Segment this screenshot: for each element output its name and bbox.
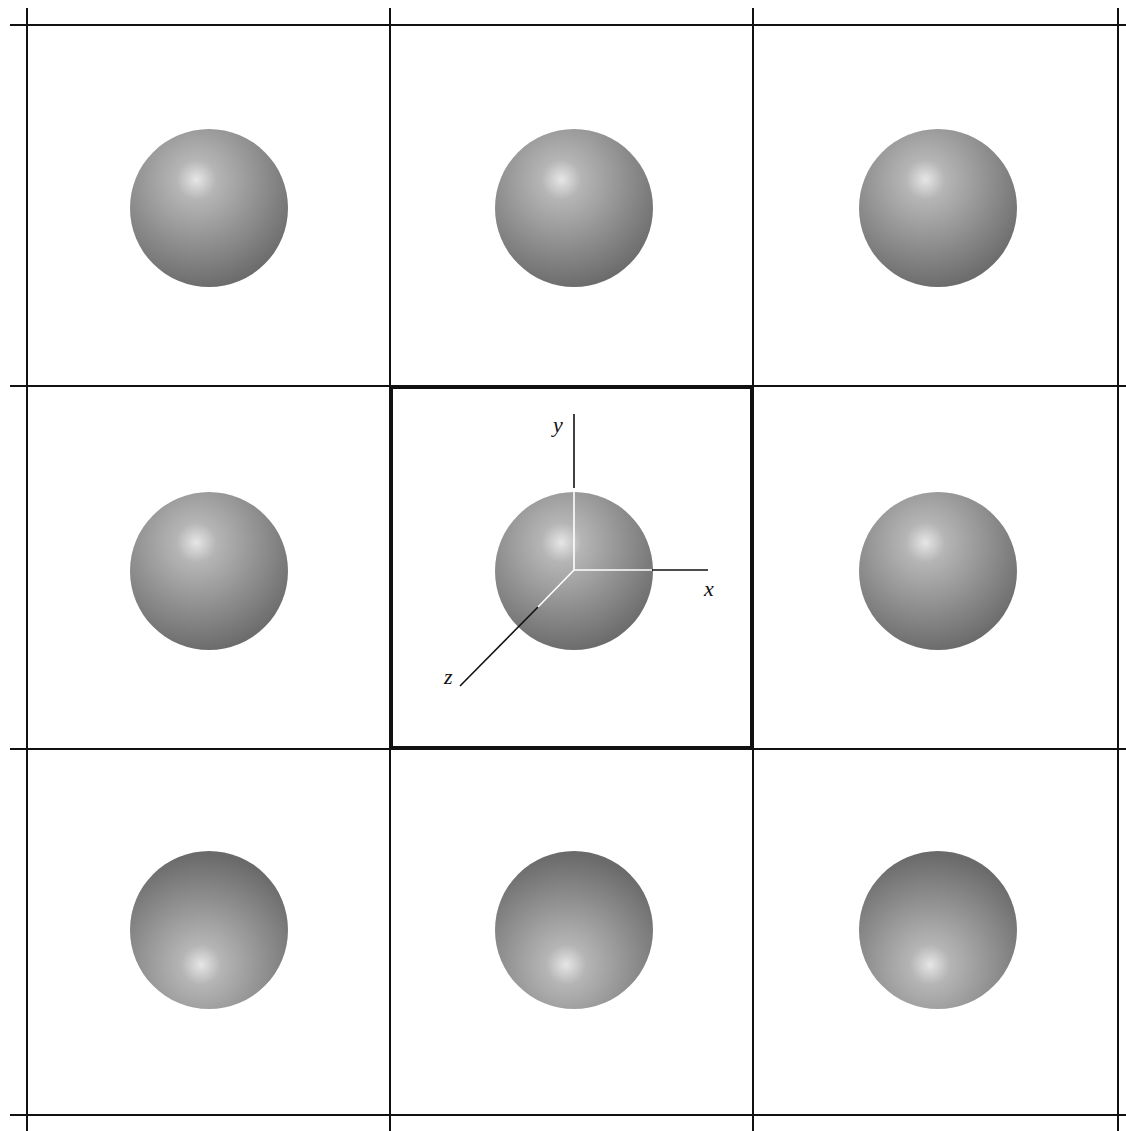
unit-cell-border xyxy=(392,388,752,748)
atom-sphere xyxy=(495,851,653,1009)
atom-sphere xyxy=(130,129,288,287)
atom-sphere xyxy=(859,492,1017,650)
axis-label: x xyxy=(704,578,714,600)
atom-sphere xyxy=(859,851,1017,1009)
axis-label: z xyxy=(444,666,453,688)
grid-lines xyxy=(10,8,1126,1131)
atom-sphere xyxy=(859,129,1017,287)
sphere-group xyxy=(130,129,1017,1009)
atom-sphere xyxy=(130,851,288,1009)
coordinate-axes xyxy=(460,414,708,686)
atom-sphere xyxy=(130,492,288,650)
axis-label: y xyxy=(553,414,563,436)
atom-sphere xyxy=(495,129,653,287)
